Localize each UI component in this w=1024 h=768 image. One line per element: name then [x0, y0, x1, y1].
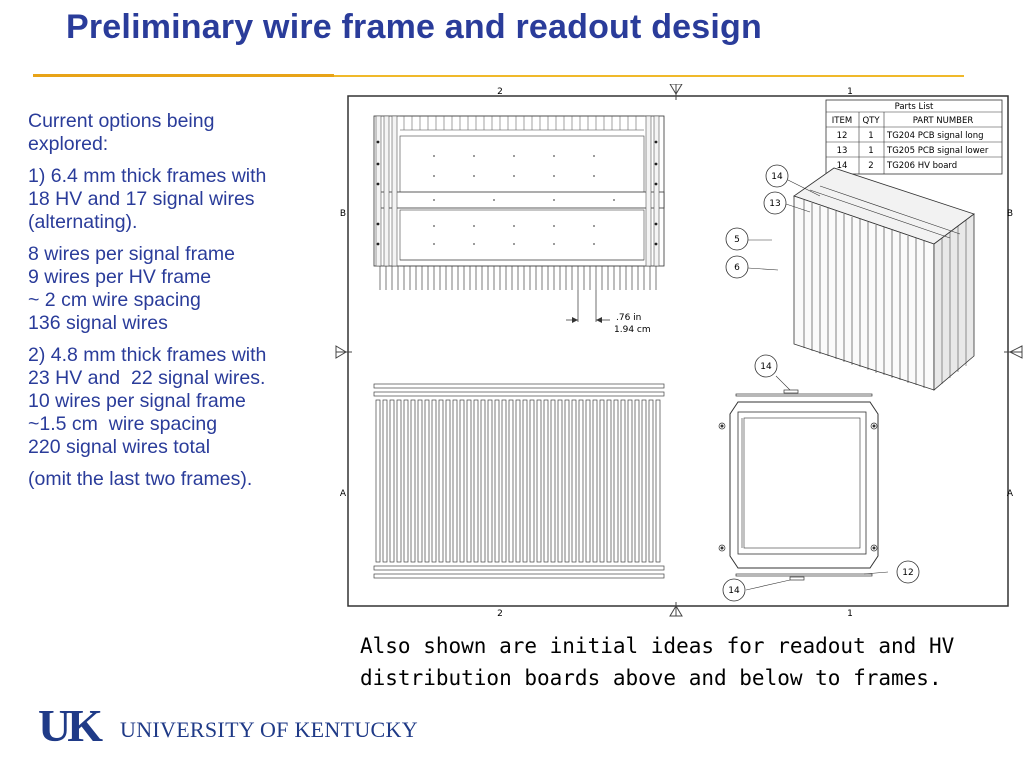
balloon-callouts: 14 13 5 6 14 12 14	[722, 164, 920, 602]
bullet-line: 10 wires per signal frame	[28, 390, 246, 412]
frame-stack-side-view	[373, 383, 665, 579]
title-underline	[33, 74, 334, 77]
parts-list-cell: 2	[868, 161, 873, 171]
parts-list-cell: TG204 PCB signal long	[886, 131, 984, 141]
bullet-line: explored:	[28, 133, 109, 155]
logo-mark: UK	[38, 700, 103, 751]
parts-list-cell: 1	[868, 131, 873, 141]
bullet-line: 2) 4.8 mm thick frames with	[28, 344, 267, 366]
slide-title: Preliminary wire frame and readout desig…	[66, 8, 762, 46]
logo-wordmark: UNIVERSITY OF KENTUCKY	[120, 717, 418, 742]
parts-list-cell: 13	[837, 146, 848, 156]
zone-label: 2	[497, 609, 503, 619]
zone-label: A	[340, 489, 347, 499]
parts-list-cell: 12	[837, 131, 848, 141]
bullet-line: 136 signal wires	[28, 312, 168, 334]
centering-marks	[335, 84, 1023, 617]
bullet-line: (alternating).	[28, 211, 138, 233]
balloon-label: 5	[734, 235, 740, 245]
bullet-line: ~1.5 cm wire spacing	[28, 413, 218, 435]
bullet-paragraph: 1) 6.4 mm thick frames with 18 HV and 17…	[28, 165, 348, 234]
dimension-inches: .76 in	[616, 313, 641, 323]
zone-label: 2	[497, 87, 503, 97]
wire-spacing-dimension: .76 in 1.94 cm	[566, 290, 651, 335]
parts-list-cell: 14	[837, 161, 848, 171]
bullet-line: (omit the last two frames).	[28, 468, 253, 490]
title-underline-extension	[334, 75, 964, 77]
bullet-line: 9 wires per HV frame	[28, 266, 212, 288]
parts-list-header: PART NUMBER	[913, 116, 974, 126]
bullet-list: Current options being explored: 1) 6.4 m…	[28, 110, 348, 500]
bullet-line: 1) 6.4 mm thick frames with	[28, 165, 267, 187]
engineering-drawing: 2 1 2 1 B B A A	[335, 84, 1023, 619]
bullet-paragraph: Current options being explored:	[28, 110, 348, 156]
zone-label: B	[340, 209, 346, 219]
parts-list-table: Parts List ITEM QTY PART NUMBER 12 1 TG2…	[825, 99, 1003, 175]
balloon-label: 12	[902, 568, 913, 578]
bullet-line: 23 HV and 22 signal wires.	[28, 367, 266, 389]
balloon-label: 14	[760, 362, 772, 372]
caption-line: Also shown are initial ideas for readout…	[360, 634, 955, 658]
bullet-paragraph: 2) 4.8 mm thick frames with 23 HV and 22…	[28, 344, 348, 459]
bullet-line: Current options being	[28, 110, 215, 132]
balloon-label: 14	[728, 586, 740, 596]
zone-label: B	[1007, 209, 1013, 219]
drawing-caption: Also shown are initial ideas for readout…	[360, 630, 1010, 694]
bullet-line: 220 signal wires total	[28, 436, 211, 458]
bullet-line: 8 wires per signal frame	[28, 243, 235, 265]
parts-list-header: QTY	[862, 116, 880, 126]
bullet-paragraph: (omit the last two frames).	[28, 468, 348, 491]
dimension-cm: 1.94 cm	[614, 325, 651, 335]
balloon-label: 6	[734, 263, 740, 273]
balloon-label: 14	[771, 172, 783, 182]
parts-list-cell: TG206 HV board	[886, 161, 957, 171]
zone-label: 1	[847, 609, 853, 619]
bullet-line: ~ 2 cm wire spacing	[28, 289, 201, 311]
zone-label: A	[1007, 489, 1014, 499]
bullet-paragraph: 8 wires per signal frame 9 wires per HV …	[28, 243, 348, 335]
isometric-assembly-view	[793, 167, 975, 391]
frame-stack-top-view	[373, 115, 665, 290]
bullet-line: 18 HV and 17 signal wires	[28, 188, 255, 210]
parts-list-title: Parts List	[895, 102, 934, 112]
parts-list-header: ITEM	[832, 116, 852, 126]
caption-line: distribution boards above and below to f…	[360, 666, 942, 690]
parts-list-cell: 1	[868, 146, 873, 156]
zone-label: 1	[847, 87, 853, 97]
balloon-label: 13	[769, 199, 780, 209]
frame-end-view	[718, 389, 879, 581]
parts-list-cell: TG205 PCB signal lower	[886, 146, 989, 156]
